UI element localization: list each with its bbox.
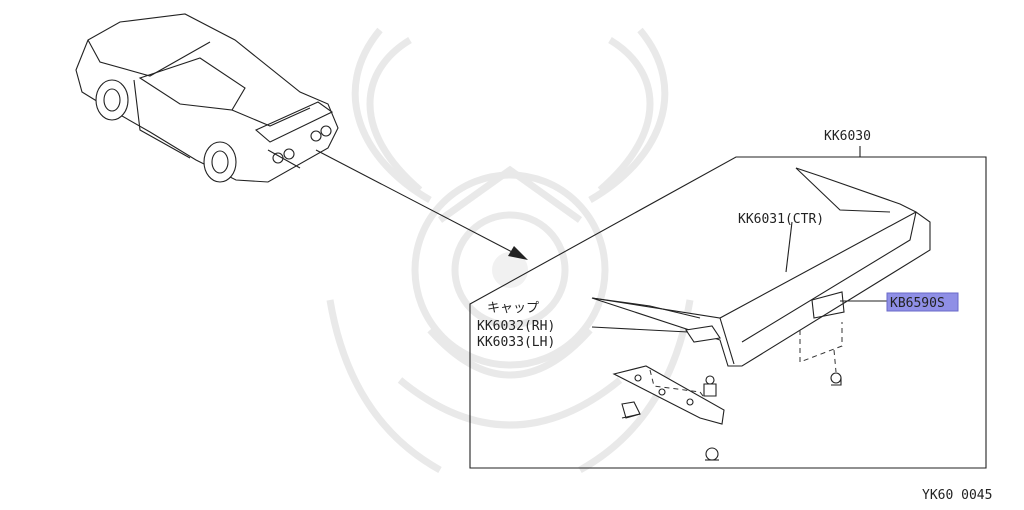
leader-arrow [315, 149, 528, 260]
label-cap-jp: キャップ [487, 301, 539, 316]
label-assembly[interactable]: KK6030 [824, 129, 871, 144]
clip-fastener [621, 401, 719, 461]
watermark-kabuto-emblem [326, 27, 694, 474]
spoiler-assembly [591, 167, 931, 386]
label-cap-lh[interactable]: KK6033(LH) [477, 335, 555, 350]
bracket [612, 365, 725, 425]
leader-cap [591, 326, 689, 333]
label-cap-rh[interactable]: KK6032(RH) [477, 319, 555, 334]
label-selected-part[interactable]: KB6590S [890, 296, 945, 311]
detail-frame [469, 156, 987, 469]
label-center[interactable]: KK6031(CTR) [738, 212, 824, 227]
car-illustration [75, 13, 339, 183]
selected-part-highlight [886, 292, 959, 312]
leader-center [785, 221, 793, 273]
figure-code: YK60 0045 [922, 488, 992, 503]
